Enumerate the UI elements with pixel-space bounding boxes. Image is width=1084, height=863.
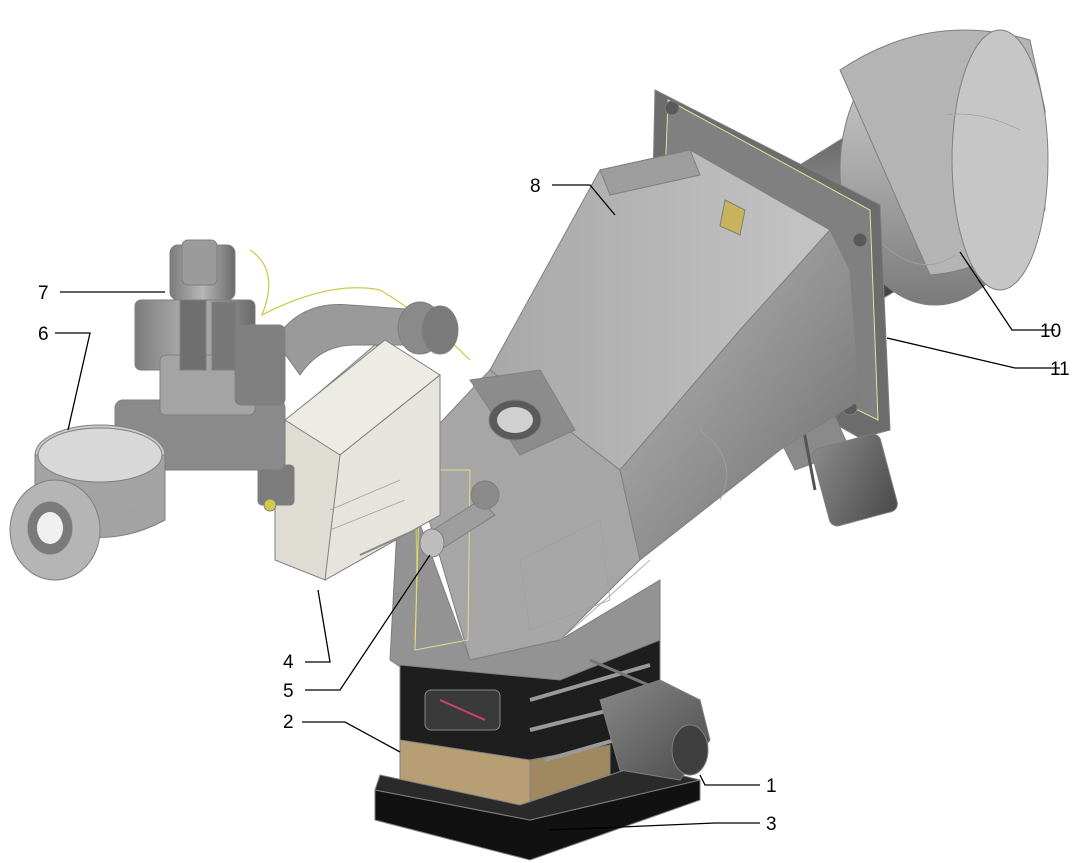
control-box (257, 339, 441, 581)
callout-11: 11 (1050, 359, 1070, 380)
gas-pipe (274, 301, 459, 376)
callout-2: 2 (283, 712, 294, 733)
callout-8: 8 (530, 176, 541, 197)
callout-1: 1 (766, 776, 777, 797)
servo-motor (599, 679, 711, 781)
gas-valve-train (114, 239, 286, 471)
callout-labels: 1 2 3 4 5 6 7 8 10 11 (38, 176, 1070, 835)
burner-housing (389, 149, 861, 701)
flame-sensor (419, 480, 500, 558)
leader-lines (55, 184, 1060, 831)
callout-3: 3 (766, 814, 777, 835)
callout-4: 4 (283, 652, 294, 673)
callout-6: 6 (38, 324, 49, 345)
callout-10: 10 (1040, 321, 1061, 342)
callout-7: 7 (38, 283, 49, 304)
gas-filter (9, 424, 166, 581)
callout-5: 5 (283, 681, 294, 702)
